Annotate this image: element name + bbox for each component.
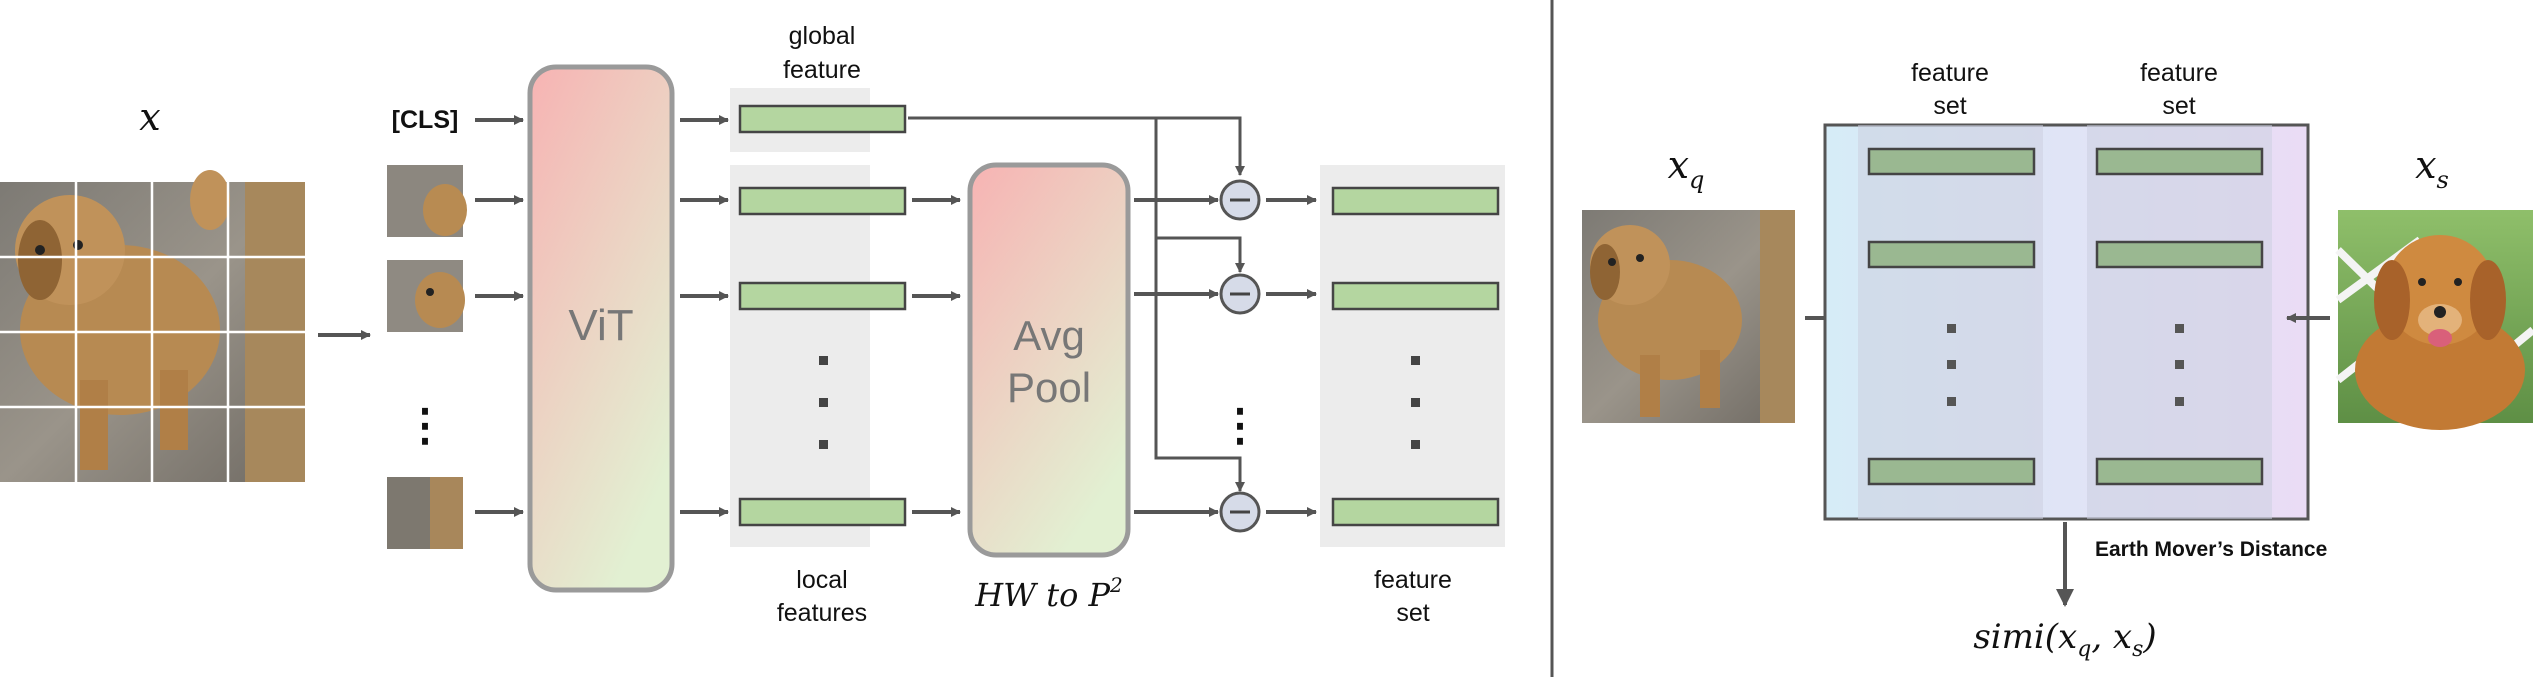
- local-feature-dots: [819, 356, 828, 449]
- support-image-label: xs: [2415, 143, 2449, 194]
- feature-set-token-1: [1331, 186, 1500, 216]
- feature-set-a-tokens: [1867, 147, 2036, 486]
- global-feature-token: [738, 104, 907, 134]
- feature-set-dots: [1411, 356, 1420, 449]
- feature-set-a-label-line2: set: [1933, 92, 1966, 120]
- avg-pool-block: [967, 162, 1131, 558]
- feature-set-token-n: [1331, 497, 1500, 527]
- local-feature-token-2: [738, 281, 907, 311]
- feature-set-a-panel: [1858, 125, 2043, 519]
- feature-set-b-panel: [2087, 125, 2272, 519]
- local-features-panel: [730, 165, 870, 547]
- subtract-op-2: [1219, 273, 1261, 315]
- patch-ellipsis: ⋮: [403, 401, 447, 450]
- subtract-op-1: [1219, 179, 1261, 221]
- avg-pool-label-line2: Pool: [1007, 364, 1091, 411]
- feature-set-b-dots: [2175, 324, 2184, 406]
- query-image-label: xq: [1668, 143, 1705, 194]
- patch-token-1: [387, 165, 467, 237]
- global-feature-label-line1: global: [789, 22, 856, 50]
- feature-set-a-label-line1: feature: [1911, 59, 1989, 87]
- patch-token-2: [387, 260, 465, 332]
- subtract-op-n: [1219, 491, 1261, 533]
- input-dog-image: [0, 170, 305, 482]
- local-features-label-line1: local: [796, 566, 847, 594]
- vit-block: [527, 64, 675, 593]
- patch-token-n: [387, 477, 463, 549]
- feature-set-b-label-line2: set: [2162, 92, 2195, 120]
- feature-set-b-tokens: [2095, 147, 2264, 486]
- subtract-ellipsis: ⋮: [1218, 401, 1262, 450]
- avg-pool-label-line1: Avg: [1013, 312, 1085, 359]
- feature-set-b-label-line1: feature: [2140, 59, 2218, 87]
- local-features-label-line2: features: [777, 599, 867, 627]
- similarity-output: simi(xq, xs): [1973, 617, 2156, 662]
- feature-set-a-dots: [1947, 324, 1956, 406]
- local-feature-token-n: [738, 497, 907, 527]
- input-image-label: x: [139, 95, 160, 139]
- emd-label: Earth Mover’s Distance: [2095, 538, 2327, 561]
- feature-set-label-line1: feature: [1374, 566, 1452, 594]
- support-dog-image: [2335, 210, 2533, 430]
- feature-set-label-line2: set: [1396, 599, 1429, 627]
- global-feature-label-line2: feature: [783, 56, 861, 84]
- local-feature-token-1: [738, 186, 907, 216]
- global-broadcast-lines: [908, 116, 1245, 492]
- query-dog-image: [1582, 210, 1795, 423]
- cls-token-label: [CLS]: [392, 106, 459, 134]
- pool-formula: HW to P2: [974, 573, 1123, 614]
- feature-set-token-2: [1331, 281, 1500, 311]
- vit-label: ViT: [568, 301, 633, 350]
